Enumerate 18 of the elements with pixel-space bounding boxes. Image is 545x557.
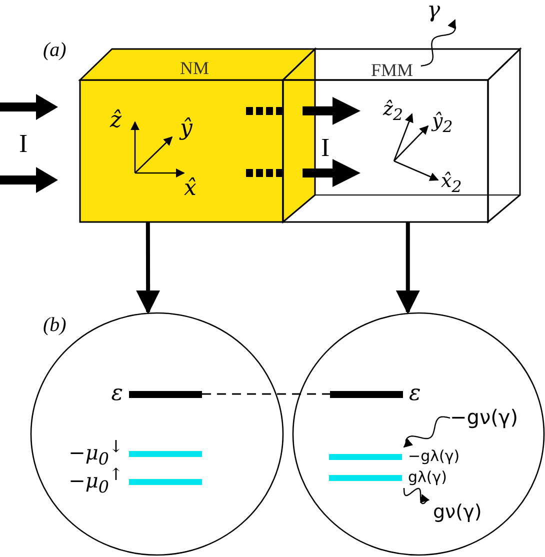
axis-label: ẑ$_{2}$ [383,100,404,123]
axis-label: ẑ [110,110,122,132]
panel-label: (a) [43,40,66,60]
current-label: I [321,135,330,161]
block-label: FMM [371,61,414,79]
current-label: I [19,131,28,157]
energy-label: −gλ(γ) [408,449,460,464]
axis-label: x̂$_{2}$ [441,172,462,195]
block-label: NM [180,59,210,77]
energy-label: gλ(γ) [408,470,447,485]
axis-label: ŷ [180,118,192,140]
panel-label: (b) [43,315,66,335]
axis-label: ŷ$_{2}$ [432,112,453,135]
coupling-label: −gν(γ) [450,407,518,427]
energy-label: ε [111,383,123,405]
axis-label: x̂ [184,178,196,200]
energy-label: ε [409,383,421,405]
coupling-label: gν(γ) [433,503,482,522]
